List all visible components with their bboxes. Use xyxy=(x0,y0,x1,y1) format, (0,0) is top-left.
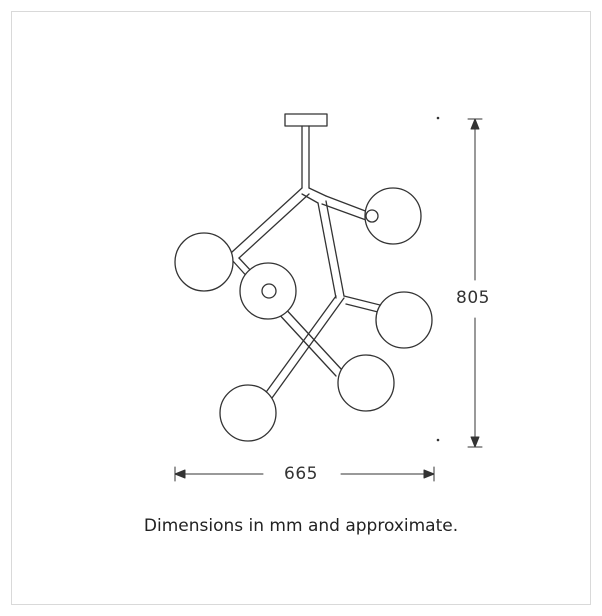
height-dimension xyxy=(436,116,483,448)
globe-mid-right xyxy=(375,291,433,349)
globe-left xyxy=(174,232,234,292)
glass-globes xyxy=(174,187,433,442)
drawing-frame xyxy=(11,11,591,605)
dimensions-note: Dimensions in mm and approximate. xyxy=(143,516,459,536)
globe-lower-right xyxy=(337,354,395,412)
ceiling-canopy xyxy=(284,113,328,127)
globe-upper-right xyxy=(364,187,422,245)
width-label: 665 xyxy=(284,464,318,484)
globe-upper-right-socket xyxy=(365,209,379,223)
globe-center-socket xyxy=(261,283,277,299)
height-label: 805 xyxy=(456,288,490,308)
globe-lower-left xyxy=(219,384,277,442)
width-dimension xyxy=(174,466,435,482)
